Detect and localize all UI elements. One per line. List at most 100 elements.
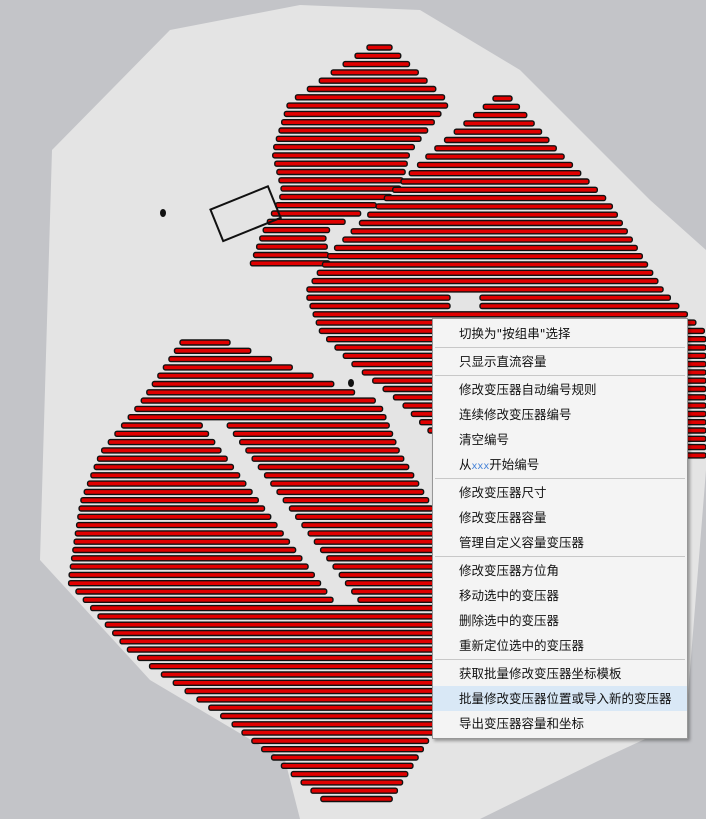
pv-panel-row[interactable]	[162, 364, 293, 371]
pv-panel-row[interactable]	[157, 372, 314, 379]
pv-panel-row[interactable]	[375, 203, 614, 210]
pv-panel-row[interactable]	[184, 687, 450, 695]
pv-panel-row[interactable]	[425, 153, 565, 160]
pv-panel-row[interactable]	[295, 513, 438, 520]
pv-panel-row[interactable]	[251, 737, 430, 745]
pv-panel-row[interactable]	[97, 613, 466, 620]
pv-panel-row[interactable]	[93, 463, 235, 471]
pv-panel-row[interactable]	[306, 85, 437, 93]
pv-panel-row[interactable]	[78, 505, 266, 512]
pv-panel-row[interactable]	[114, 430, 210, 437]
pv-panel-row[interactable]	[208, 704, 445, 711]
pv-panel-row[interactable]	[479, 294, 672, 301]
pv-panel-row[interactable]	[100, 447, 222, 454]
pv-panel-row[interactable]	[261, 746, 425, 753]
pv-panel-row[interactable]	[316, 269, 654, 276]
menu-item[interactable]: 连续修改变压器编号	[459, 407, 572, 422]
pv-panel-row[interactable]	[140, 397, 376, 404]
pv-panel-row[interactable]	[276, 168, 406, 176]
pv-panel-row[interactable]	[350, 228, 628, 235]
pv-panel-row[interactable]	[286, 102, 449, 109]
pv-panel-row[interactable]	[333, 244, 638, 252]
menu-item[interactable]: 批量修改变压器位置或导入新的变压器	[433, 686, 687, 711]
pv-panel-row[interactable]	[70, 555, 303, 562]
pv-panel-row[interactable]	[283, 110, 442, 118]
pv-panel-row[interactable]	[330, 69, 419, 76]
pv-panel-row[interactable]	[276, 488, 425, 496]
menu-item[interactable]: 修改变压器尺寸	[459, 485, 547, 500]
pv-panel-row[interactable]	[321, 261, 649, 268]
pv-panel-row[interactable]	[463, 120, 535, 127]
pv-panel-row[interactable]	[134, 405, 384, 413]
menu-item[interactable]: 清空编号	[459, 432, 510, 447]
pv-panel-row[interactable]	[301, 521, 443, 529]
pv-panel-row[interactable]	[443, 136, 550, 144]
pv-panel-row[interactable]	[492, 95, 513, 102]
pv-panel-row[interactable]	[278, 127, 429, 134]
pv-panel-row[interactable]	[249, 260, 331, 267]
pv-panel-row[interactable]	[257, 463, 410, 471]
menu-item[interactable]: 移动选中的变压器	[459, 588, 560, 603]
pv-panel-row[interactable]	[453, 128, 543, 135]
pv-panel-row[interactable]	[220, 712, 443, 720]
menu-item[interactable]: 修改变压器自动编号规则	[459, 382, 597, 397]
pv-panel-row[interactable]	[392, 186, 599, 194]
pv-panel-row[interactable]	[408, 169, 582, 177]
pv-panel-row[interactable]	[90, 472, 241, 479]
pv-panel-row[interactable]	[160, 671, 455, 678]
pv-panel-row[interactable]	[318, 77, 428, 84]
pv-panel-row[interactable]	[400, 178, 590, 185]
pv-panel-row[interactable]	[75, 521, 278, 529]
pv-panel-row[interactable]	[270, 210, 362, 217]
pv-panel-row[interactable]	[367, 211, 619, 218]
pv-panel-row[interactable]	[342, 236, 633, 243]
pv-panel-row[interactable]	[83, 488, 253, 496]
pv-panel-row[interactable]	[307, 530, 447, 537]
pv-panel-row[interactable]	[82, 596, 334, 603]
pv-panel-row[interactable]	[482, 103, 521, 111]
pv-panel-row[interactable]	[282, 497, 430, 504]
pv-panel-row[interactable]	[232, 430, 394, 437]
pv-panel-row[interactable]	[274, 201, 377, 209]
pv-panel-row[interactable]	[173, 347, 252, 354]
pv-panel-row[interactable]	[245, 447, 400, 454]
menu-item[interactable]: 导出变压器容量和坐标	[459, 716, 585, 731]
pv-panel-row[interactable]	[274, 160, 408, 167]
pv-panel-row[interactable]	[358, 219, 623, 227]
pv-panel-row[interactable]	[310, 787, 399, 794]
pv-panel-row[interactable]	[313, 538, 451, 545]
pv-panel-row[interactable]	[479, 302, 680, 310]
pv-panel-row[interactable]	[137, 654, 460, 662]
pv-panel-row[interactable]	[280, 118, 435, 126]
pv-panel-row[interactable]	[275, 135, 422, 143]
pv-panel-row[interactable]	[326, 252, 644, 260]
pv-panel-row[interactable]	[241, 729, 435, 736]
pv-panel-row[interactable]	[107, 438, 216, 446]
menu-item[interactable]: 删除选中的变压器	[459, 613, 560, 628]
menu-item[interactable]: 从xxx开始编号	[433, 452, 687, 477]
pv-panel-row[interactable]	[383, 194, 607, 202]
pv-panel-row[interactable]	[80, 497, 259, 504]
pv-panel-row[interactable]	[280, 762, 414, 769]
pv-panel-row[interactable]	[96, 455, 228, 462]
pv-panel-row[interactable]	[75, 588, 328, 595]
menu-item[interactable]: 切换为"按组串"选择	[459, 326, 571, 341]
menu-item[interactable]: 只显示直流容量	[459, 354, 547, 369]
pv-panel-row[interactable]	[119, 638, 463, 645]
pv-panel-row[interactable]	[172, 679, 453, 686]
pv-panel-row[interactable]	[288, 505, 434, 512]
transformer-outline[interactable]	[209, 185, 282, 243]
pv-panel-row[interactable]	[311, 277, 659, 285]
pv-panel-row[interactable]	[74, 530, 284, 537]
pv-panel-row[interactable]	[294, 94, 446, 101]
pv-panel-row[interactable]	[342, 60, 411, 68]
pv-panel-row[interactable]	[270, 754, 419, 761]
pv-panel-row[interactable]	[168, 355, 273, 363]
pv-panel-row[interactable]	[259, 235, 327, 242]
menu-item[interactable]: 重新定位选中的变压器	[459, 638, 585, 653]
pv-panel-row[interactable]	[86, 480, 247, 487]
pv-panel-row[interactable]	[67, 580, 322, 587]
pv-panel-row[interactable]	[280, 185, 402, 192]
pv-panel-row[interactable]	[266, 218, 346, 226]
pv-panel-row[interactable]	[146, 389, 356, 396]
